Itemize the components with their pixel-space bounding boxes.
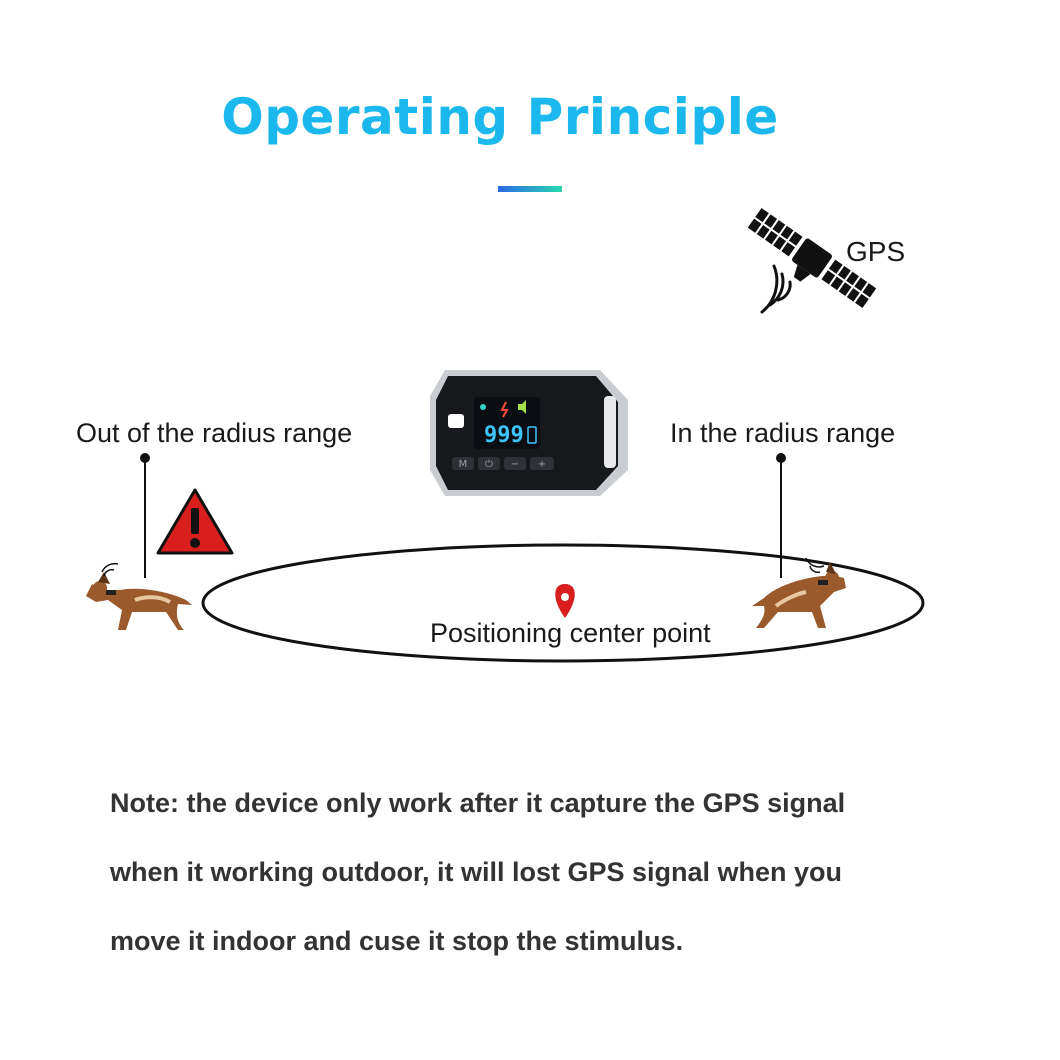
- device-button-plus: [530, 457, 554, 470]
- warning-triangle-icon: [156, 488, 234, 555]
- title-underline: [498, 186, 562, 192]
- dog-icon-inside: [752, 557, 846, 628]
- note-line: move it indoor and cuse it stop the stim…: [110, 926, 684, 956]
- satellite-icon: [747, 208, 877, 308]
- device-button-power: [478, 457, 500, 470]
- note-line: Note: the device only work after it capt…: [110, 788, 846, 818]
- location-pin-icon: [555, 584, 575, 618]
- device-display-value: 999: [484, 423, 524, 448]
- out-of-range-label: Out of the radius range: [76, 418, 353, 448]
- signal-waves-icon: [760, 264, 792, 314]
- indicator-light: [448, 414, 464, 428]
- svg-text:+: +: [538, 459, 546, 470]
- device-button-m: [452, 457, 474, 470]
- svg-text:⏻: ⏻: [485, 459, 493, 470]
- svg-text:M: M: [459, 459, 468, 470]
- dog-icon: [86, 562, 192, 630]
- page-title: Operating Principle: [221, 88, 779, 146]
- note-line: when it working outdoor, it will lost GP…: [110, 857, 843, 887]
- note-block: Note: the device only work after it capt…: [110, 780, 990, 987]
- gps-collar-device: 999 M ⏻ − +: [430, 370, 628, 496]
- center-point-label: Positioning center point: [430, 618, 711, 648]
- device-button-minus: [504, 457, 526, 470]
- svg-text:−: −: [511, 459, 519, 470]
- gps-label: GPS: [846, 236, 906, 267]
- radius-boundary: [201, 543, 925, 663]
- in-range-label: In the radius range: [670, 418, 896, 448]
